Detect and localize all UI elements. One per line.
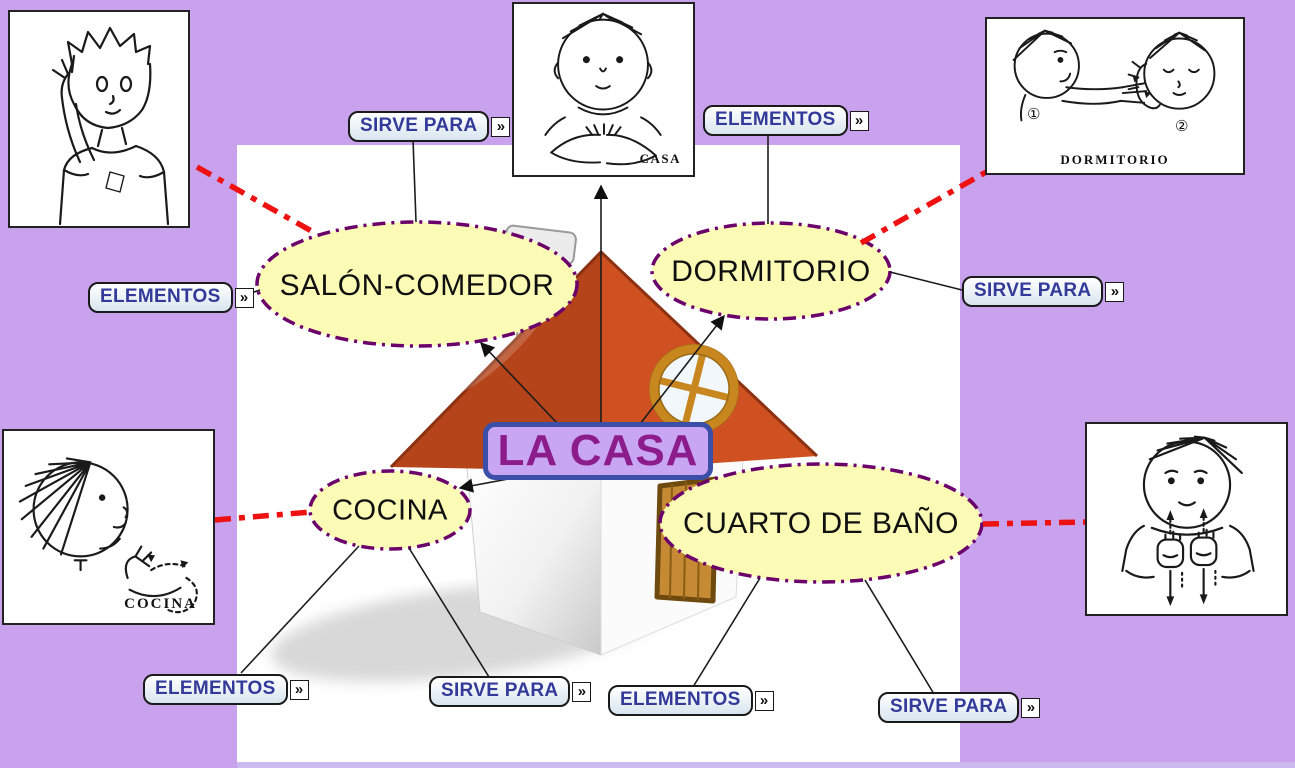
sign-image-salon — [8, 10, 190, 228]
button-label: SIRVE PARA — [878, 692, 1020, 723]
sign-illustration-bano — [1121, 435, 1255, 607]
button-sirve-para-salon[interactable]: SIRVE PARA » — [348, 111, 511, 142]
expand-chevron-icon[interactable]: » — [1021, 697, 1041, 718]
sign-image-cocina: COCINA — [2, 429, 215, 625]
red-link-dormitorio — [859, 168, 990, 246]
house-illustration — [271, 224, 819, 682]
expand-chevron-icon[interactable]: » — [234, 287, 254, 308]
expand-chevron-icon[interactable]: » — [491, 116, 511, 137]
central-node-label: LA CASA — [497, 426, 699, 475]
button-label: ELEMENTOS — [608, 685, 753, 716]
node-label-cocina[interactable]: COCINA — [332, 494, 448, 527]
node-label-dormitorio[interactable]: DORMITORIO — [671, 255, 871, 288]
expand-chevron-icon[interactable]: » — [754, 690, 774, 711]
expand-chevron-icon[interactable]: » — [1105, 281, 1125, 302]
red-link-bano — [982, 519, 1088, 527]
topic-ellipses — [255, 220, 984, 584]
button-sirve-para-cocina[interactable]: SIRVE PARA » — [429, 676, 592, 707]
button-elementos-dormitorio[interactable]: ELEMENTOS » — [703, 105, 869, 136]
sign-image-dormitorio: ① ② DORMITORIO — [985, 17, 1245, 175]
button-sirve-para-bano[interactable]: SIRVE PARA » — [878, 692, 1041, 723]
red-link-salon — [195, 164, 317, 236]
link-sirve-cocina — [408, 547, 490, 678]
caption-cocina: COCINA — [124, 596, 197, 612]
central-node-la-casa[interactable]: LA CASA — [483, 422, 713, 480]
node-ellipse-cocina[interactable] — [308, 469, 472, 551]
node-label-cuarto-de-bano[interactable]: CUARTO DE BAÑO — [683, 507, 959, 540]
link-elementos-bano — [692, 577, 761, 688]
expand-chevron-icon[interactable]: » — [289, 679, 309, 700]
link-sirve-bano — [864, 579, 935, 695]
link-elementos-cocina — [240, 545, 360, 674]
black-connectors — [240, 134, 963, 695]
button-label: SIRVE PARA — [962, 276, 1104, 307]
caption-casa: CASA — [639, 151, 681, 166]
step-marker-1: ① — [1027, 107, 1041, 123]
arrow-dormitorio — [639, 314, 725, 425]
button-elementos-bano[interactable]: ELEMENTOS » — [608, 685, 774, 716]
link-sirve-dormitorio — [889, 271, 963, 291]
arrow-salon — [480, 341, 559, 425]
red-link-cocina — [214, 509, 312, 523]
canvas-bottom-edge — [237, 762, 1295, 768]
expand-chevron-icon[interactable]: » — [849, 110, 869, 131]
button-elementos-salon[interactable]: ELEMENTOS » — [88, 282, 254, 313]
node-ellipse-cuarto-de-bano[interactable] — [658, 462, 984, 584]
sign-illustration-boy — [51, 26, 170, 226]
step-marker-2: ② — [1175, 119, 1189, 135]
link-sirve-salon — [412, 138, 417, 223]
button-label: SIRVE PARA — [348, 111, 490, 142]
expand-chevron-icon[interactable]: » — [572, 681, 592, 702]
button-sirve-para-dormitorio[interactable]: SIRVE PARA » — [962, 276, 1125, 307]
sign-illustration-dormitorio — [1012, 29, 1216, 122]
node-ellipse-dormitorio[interactable] — [650, 221, 892, 321]
button-label: ELEMENTOS — [143, 674, 288, 705]
node-label-salon-comedor[interactable]: SALÓN-COMEDOR — [279, 269, 555, 302]
button-label: SIRVE PARA — [429, 676, 571, 707]
sign-illustration-cocina — [18, 457, 198, 614]
sign-image-bano — [1085, 422, 1288, 616]
button-label: ELEMENTOS — [88, 282, 233, 313]
red-links — [195, 164, 1088, 527]
sign-image-casa: CASA — [512, 2, 695, 177]
button-elementos-cocina[interactable]: ELEMENTOS » — [143, 674, 309, 705]
button-label: ELEMENTOS — [703, 105, 848, 136]
sign-illustration-casa — [544, 12, 662, 166]
caption-dormitorio: DORMITORIO — [1060, 152, 1170, 167]
node-ellipse-salon-comedor[interactable] — [255, 220, 579, 348]
